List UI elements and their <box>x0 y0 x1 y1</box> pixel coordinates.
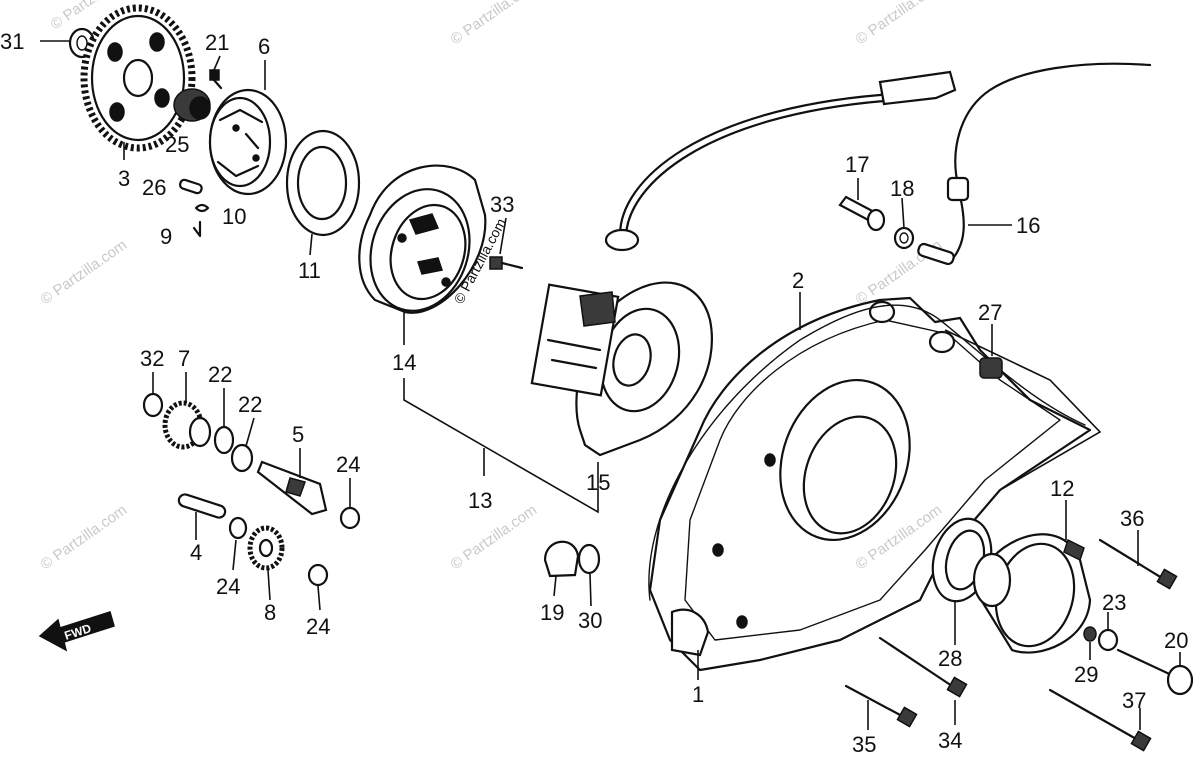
part-16-wire <box>917 62 1152 266</box>
callout-26: 26 <box>142 175 166 200</box>
part-11-plate <box>285 129 361 237</box>
part-26-roller <box>178 178 203 195</box>
callout-16: 16 <box>1016 213 1040 238</box>
part-8-gear <box>247 525 285 571</box>
callout-9: 9 <box>160 224 172 249</box>
part-2-gasket <box>648 304 1086 601</box>
part-30-oring <box>577 543 601 575</box>
part-32-washer <box>142 392 164 418</box>
callout-6: 6 <box>258 34 270 59</box>
part-23-washer <box>1097 628 1119 652</box>
part-27-bushing <box>979 357 1003 379</box>
leader-lines <box>40 40 1181 730</box>
part-24-washer-a <box>339 506 361 530</box>
part-37-bolt <box>1048 688 1152 752</box>
callout-35: 35 <box>852 732 876 757</box>
callout-22: 22 <box>208 362 232 387</box>
part-29-nut <box>1083 626 1097 642</box>
callout-3: 3 <box>118 166 130 191</box>
part-34-bolt <box>878 636 968 698</box>
part-5-shaft <box>256 460 328 516</box>
callout-11: 11 <box>298 258 321 283</box>
part-17-plug <box>838 195 886 232</box>
watermark: © Partzilla.com <box>38 501 131 573</box>
callout-37: 37 <box>1122 688 1146 713</box>
part-36-bolt <box>1098 538 1178 590</box>
callout-15: 15 <box>586 470 610 495</box>
callout-18: 18 <box>890 176 914 201</box>
part-12-cap <box>972 533 1092 654</box>
callout-32: 32 <box>140 346 164 371</box>
callout-5: 5 <box>292 422 304 447</box>
callout-22: 22 <box>238 392 262 417</box>
callout-labels: 31 21 6 25 3 26 10 9 11 14 33 17 18 16 2… <box>0 29 1188 757</box>
callout-24: 24 <box>306 614 330 639</box>
part-19-cap <box>543 540 580 578</box>
part-9-plunger <box>192 220 202 238</box>
callout-24: 24 <box>336 452 360 477</box>
callout-2: 2 <box>792 268 804 293</box>
callout-30: 30 <box>578 608 602 633</box>
watermark: © Partzilla.com <box>38 236 131 308</box>
part-22-washer-a <box>213 425 235 455</box>
callout-20: 20 <box>1164 628 1188 653</box>
callout-12: 12 <box>1050 476 1074 501</box>
watermark: © Partzilla.com <box>448 0 541 48</box>
callout-29: 29 <box>1074 662 1098 687</box>
part-3-driven-gear <box>80 4 196 152</box>
part-24-washer-c <box>307 563 329 587</box>
part-6-starter-clutch <box>208 88 288 196</box>
part-21-bolt <box>209 69 223 90</box>
part-25-bearing <box>173 88 211 122</box>
callout-34: 34 <box>938 728 962 753</box>
callout-28: 28 <box>938 646 962 671</box>
forward-arrow-label: FWD <box>63 621 94 643</box>
callout-8: 8 <box>264 600 276 625</box>
callout-36: 36 <box>1120 506 1144 531</box>
callout-21: 21 <box>205 30 229 55</box>
part-14-flywheel <box>358 164 487 314</box>
callout-1: 1 <box>692 682 704 707</box>
callout-24: 24 <box>216 574 240 599</box>
part-18-washer <box>893 226 915 250</box>
callout-7: 7 <box>178 346 190 371</box>
part-10-spring <box>194 203 210 213</box>
watermark: © Partzilla.com <box>853 0 946 48</box>
part-33-screw <box>489 256 524 270</box>
callout-10: 10 <box>222 204 246 229</box>
part-20-bolt <box>1116 648 1194 696</box>
forward-arrow: FWD <box>38 611 115 652</box>
part-7-gear <box>162 400 212 450</box>
callout-25: 25 <box>165 132 189 157</box>
part-22-washer-b <box>230 443 254 473</box>
callout-33: 33 <box>490 192 514 217</box>
callout-19: 19 <box>540 600 564 625</box>
callout-31: 31 <box>0 29 24 54</box>
callout-13: 13 <box>468 488 492 513</box>
part-1-left-cover <box>648 296 1092 672</box>
callout-17: 17 <box>845 152 869 177</box>
callout-23: 23 <box>1102 590 1126 615</box>
callout-14: 14 <box>392 350 416 375</box>
callout-4: 4 <box>190 540 202 565</box>
part-24-washer-b <box>228 516 248 540</box>
part-4-pin <box>177 493 227 519</box>
part-35-bolt <box>844 684 918 728</box>
callout-27: 27 <box>978 300 1002 325</box>
part-15-stator <box>530 70 957 457</box>
watermark: © Partzilla.com <box>448 501 541 573</box>
